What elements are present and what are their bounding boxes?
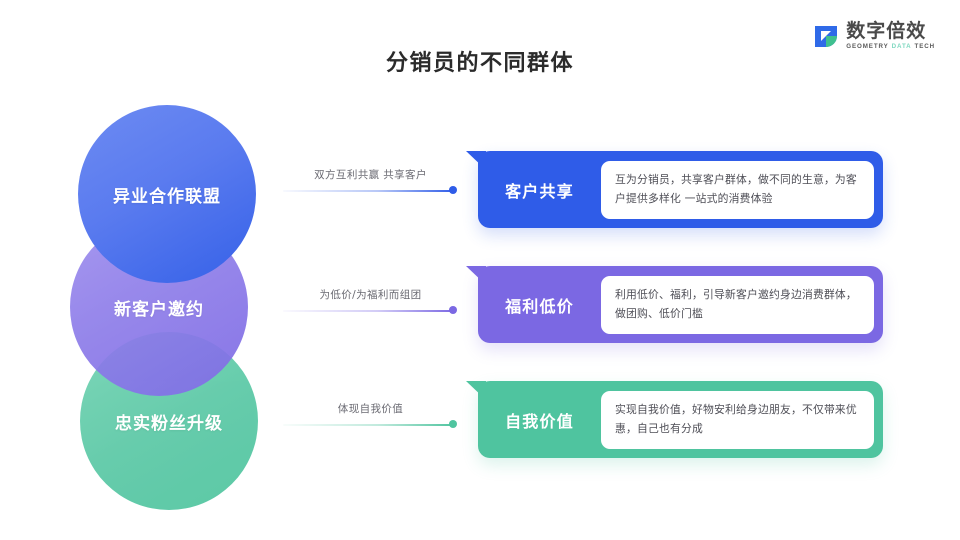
connector-2: 为低价/为福利而组团 [283, 268, 458, 314]
info-card-1-text: 互为分销员，共享客户群体，做不同的生意，为客户提供多样化 一站式的消费体验 [615, 172, 857, 205]
connector-3-dot-icon [449, 419, 457, 428]
venn-circles-group: 异业合作联盟 新客户邀约 忠实粉丝升级 [70, 105, 270, 510]
circle-group-3-label: 忠实粉丝升级 [115, 413, 223, 434]
connector-3-label: 体现自我价值 [337, 403, 404, 415]
page-title: 分销员的不同群体 [385, 51, 574, 76]
connector-1: 双方互利共赢 共享客户 [283, 148, 458, 194]
logo-name-cn: 数字倍效 [846, 20, 927, 42]
geometry-logo-icon [813, 23, 839, 49]
logo-text: 数字倍效 GEOMETRY DATA TECH [846, 22, 935, 50]
connector-2-line [283, 305, 457, 314]
info-card-3-body: 实现自我价值，好物安利给身边朋友，不仅带来优惠，自己也有分成 [601, 390, 874, 449]
logo-en-tech: TECH [914, 43, 935, 50]
circle-group-1-label: 异业合作联盟 [113, 186, 221, 207]
connector-1-label: 双方互利共赢 共享客户 [314, 169, 427, 181]
info-card-1-body: 互为分销员，共享客户群体，做不同的生意，为客户提供多样化 一站式的消费体验 [601, 160, 874, 219]
info-card-1: 客户共享 互为分销员，共享客户群体，做不同的生意，为客户提供多样化 一站式的消费… [466, 151, 883, 228]
circle-group-2-label: 新客户邀约 [114, 299, 204, 320]
info-card-3-text: 实现自我价值，好物安利给身边朋友，不仅带来优惠，自己也有分成 [615, 402, 857, 435]
info-card-2-text: 利用低价、福利，引导新客户邀约身边消费群体，做团购、低价门槛 [615, 287, 857, 320]
connector-2-label: 为低价/为福利而组团 [319, 289, 422, 301]
info-card-1-title: 客户共享 [505, 181, 574, 201]
logo-en-data: DATA [891, 43, 912, 50]
logo-name-en: GEOMETRY DATA TECH [846, 43, 935, 50]
connector-1-dot-icon [449, 185, 457, 194]
connector-3: 体现自我价值 [283, 382, 458, 428]
connector-3-line [283, 419, 457, 428]
logo-en-geometry: GEOMETRY [846, 43, 889, 50]
circle-group-1: 异业合作联盟 [78, 105, 256, 283]
info-card-2: 福利低价 利用低价、福利，引导新客户邀约身边消费群体，做团购、低价门槛 [466, 266, 883, 343]
connector-1-line [283, 185, 457, 194]
info-card-3-title: 自我价值 [505, 411, 574, 431]
info-card-2-body: 利用低价、福利，引导新客户邀约身边消费群体，做团购、低价门槛 [601, 275, 874, 334]
brand-logo: 数字倍效 GEOMETRY DATA TECH [813, 22, 935, 50]
connector-2-dot-icon [449, 305, 457, 314]
info-card-2-title: 福利低价 [505, 296, 574, 316]
info-card-3: 自我价值 实现自我价值，好物安利给身边朋友，不仅带来优惠，自己也有分成 [466, 381, 883, 458]
